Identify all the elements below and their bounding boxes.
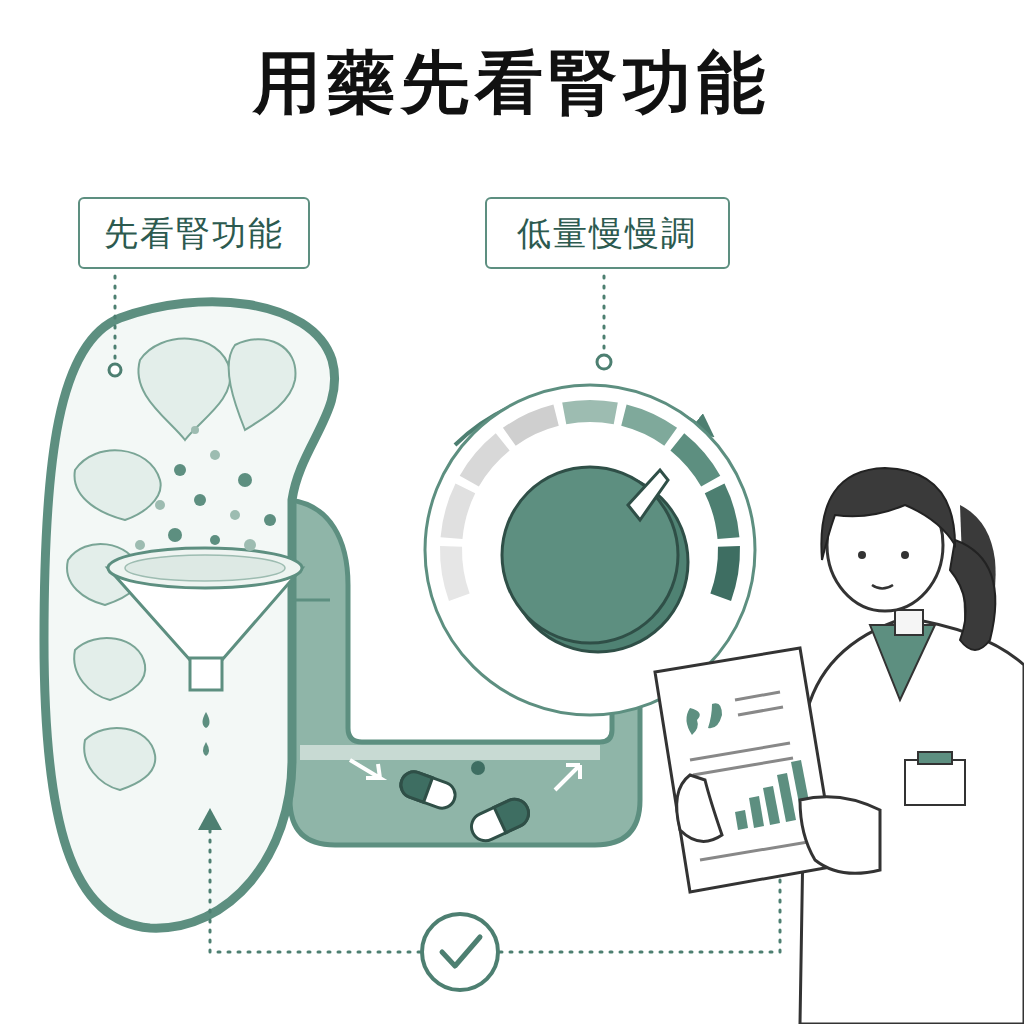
kidney — [75, 450, 161, 520]
doctor — [708, 703, 722, 728]
kidney — [191, 426, 199, 434]
kidney — [67, 339, 295, 790]
pills — [397, 768, 459, 812]
kidney — [238, 473, 252, 487]
kidney — [210, 450, 220, 460]
dial — [710, 546, 740, 601]
leader-line — [115, 276, 604, 362]
dial — [621, 405, 677, 446]
label-box: 低量慢慢調 — [485, 197, 730, 269]
leader-dot — [597, 355, 611, 369]
dial — [562, 400, 618, 424]
doctor — [800, 618, 1024, 1024]
label-text: 先看腎功能 — [104, 213, 284, 254]
kidney — [135, 426, 276, 551]
dial — [441, 484, 476, 539]
doctor — [895, 610, 923, 635]
check-mark — [422, 914, 498, 990]
doctor — [901, 551, 909, 559]
doctor — [655, 468, 1024, 1024]
pills — [467, 795, 533, 846]
doctor — [821, 468, 955, 560]
leader-line — [603, 276, 606, 352]
doctor — [700, 840, 820, 860]
kidney — [244, 539, 256, 551]
doctor — [655, 648, 836, 892]
doctor — [735, 692, 780, 700]
pipe — [300, 745, 600, 760]
doctor — [735, 810, 748, 830]
kidney — [125, 555, 285, 581]
pills — [467, 795, 533, 846]
kidney — [264, 514, 276, 526]
kidney — [203, 712, 210, 728]
leader-dot — [109, 364, 121, 376]
doctor — [763, 786, 780, 825]
doctor — [870, 625, 935, 700]
title: 用藥先看腎功能 — [0, 42, 1024, 124]
pills — [471, 761, 485, 775]
label-text: 低量慢慢調 — [517, 213, 697, 254]
dial — [670, 433, 720, 486]
kidney — [174, 464, 186, 476]
kidney — [229, 339, 296, 430]
kidney — [203, 742, 209, 756]
check-mark — [442, 937, 480, 966]
dial — [503, 405, 559, 446]
doctor — [677, 775, 722, 841]
doctor — [950, 540, 995, 650]
pills — [350, 760, 580, 845]
dial — [440, 546, 470, 601]
leader-line — [114, 276, 117, 362]
doctor — [872, 585, 893, 589]
pills — [397, 768, 432, 802]
kidney — [108, 548, 302, 588]
kidney — [210, 535, 220, 545]
arrow-head — [198, 808, 222, 830]
label-box: 先看腎功能 — [78, 197, 310, 269]
kidney — [138, 339, 230, 440]
doctor — [686, 708, 699, 735]
kidney — [230, 510, 240, 520]
kidney — [44, 302, 335, 928]
dial — [628, 470, 668, 520]
pills — [494, 795, 533, 833]
kidney — [168, 528, 182, 542]
feedback-loop — [210, 825, 420, 952]
doctor — [918, 752, 952, 764]
doctor — [693, 758, 793, 775]
doctor — [800, 797, 880, 874]
feedback-loop — [500, 880, 780, 952]
kidney — [44, 302, 335, 928]
doctor — [777, 773, 796, 822]
kidney — [84, 728, 155, 790]
kidney — [190, 658, 222, 690]
pills — [397, 768, 459, 812]
check-mark — [422, 914, 498, 990]
kidney — [155, 500, 165, 510]
doctor — [690, 743, 790, 760]
kidney — [74, 638, 145, 700]
kidney — [135, 540, 145, 550]
kidney — [194, 494, 206, 506]
pills — [555, 765, 580, 790]
dial — [705, 484, 740, 539]
dial — [502, 467, 678, 643]
doctor — [749, 796, 764, 828]
dial — [460, 433, 510, 486]
doctor — [858, 551, 866, 559]
kidney — [292, 599, 330, 602]
doctor — [738, 707, 783, 715]
doctor — [905, 760, 965, 805]
pills — [350, 760, 380, 778]
